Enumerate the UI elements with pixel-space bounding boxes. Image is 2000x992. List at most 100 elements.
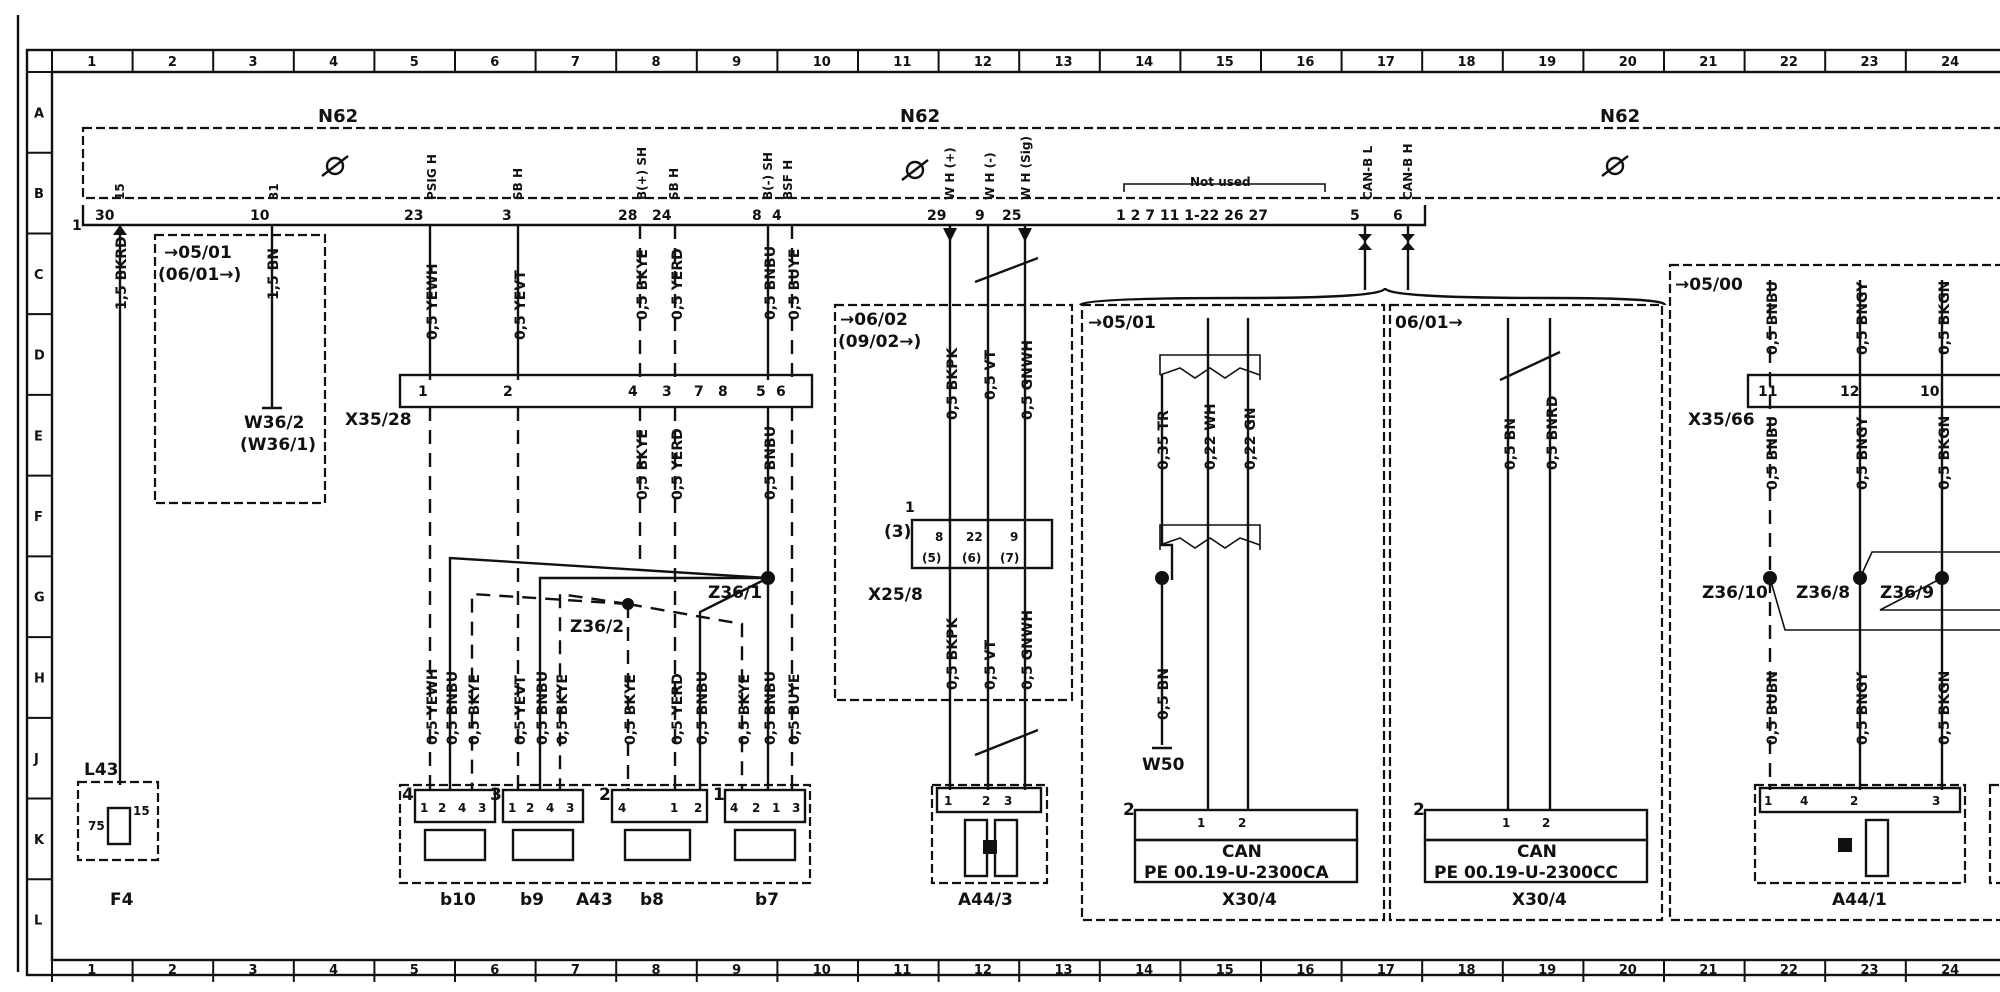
grid-row-letter: G [34,591,45,606]
x35-28-pin: 4 [628,384,638,400]
grid-col-number: 21 [1699,963,1717,978]
b9-connector [501,788,585,824]
b10-pin: 2 [438,801,446,815]
b10-label: b10 [440,890,476,910]
b9-pin: 2 [526,801,534,815]
grid-col-number: 13 [1055,55,1073,70]
b7-pin: 3 [792,801,800,815]
grid-row-letter: C [34,268,44,283]
b8-label: b8 [640,890,664,910]
ground-symbol-icon [321,155,349,177]
grid-row-letter: H [34,671,45,686]
grid-col-number: 9 [732,55,741,70]
x25-8-pin: 8 [935,530,943,544]
b9-wire-label: 0,5 BKYE [555,674,571,745]
grid-col-number: 5 [410,963,419,978]
wire-label-bkye-2: 0,5 BKYE [635,429,651,500]
grid-col-number: 4 [329,55,338,70]
x35-28-pin: 1 [418,384,428,400]
b9-connector-num: 3 [490,785,502,805]
b7-sensor-icon [733,828,797,862]
grid-col-number: 7 [571,963,580,978]
note-09-02: (09/02→) [838,332,921,352]
x35-28-pin: 5 [756,384,766,400]
grid-col-number: 8 [652,963,661,978]
x35-66-pin: 11 [1758,384,1777,400]
note-can-06-01: 06/01→ [1395,313,1463,333]
grid-row-letter: F [34,510,43,525]
pin-9: 9 [975,208,985,224]
b8-wire-label: 0,5 YERD [670,673,686,745]
grid-ruler: 1122334455667788991010111112121313141415… [27,50,1959,982]
func-can-h: CAN-B H [1401,144,1415,200]
can2-connector-num: 2 [1413,800,1425,820]
b9-sensor-icon [511,828,575,862]
grid-col-number: 12 [974,55,992,70]
x35-28-lower-wires [428,407,794,790]
func-23: PSIG H [425,154,439,200]
n62-label-left: N62 [318,106,358,127]
a44-3-pin: 2 [982,794,990,808]
pin-3: 3 [502,208,512,224]
can2-pin: 2 [1542,816,1550,830]
w36-1-label: (W36/1) [240,435,316,455]
can-wire-label: 0,22 WH [1203,403,1219,470]
ground-symbol-icon [901,159,929,181]
grid-col-number: 4 [329,963,338,978]
x35-28-connector [398,373,814,409]
wire-label-gnwh: 0,5 GNWH [1020,340,1036,420]
grid-col-number: 8 [652,55,661,70]
grid-col-number: 23 [1861,55,1879,70]
l43-pin-15: 15 [133,804,150,818]
can2-wire-label: 0,5 BN [1503,418,1519,470]
pin-4: 4 [772,208,782,224]
can-bus-wires [1079,225,1667,307]
grid-col-number: 16 [1296,55,1314,70]
x30-4a-label: X30/4 [1222,890,1277,910]
b7-pin: 4 [730,801,738,815]
pin-6: 6 [1393,208,1403,224]
ground-symbol-icon [1601,155,1629,177]
pe-ref-cc: PE 00.19-U-2300CC [1434,863,1618,883]
grid-col-number: 20 [1619,55,1637,70]
grid-col-number: 24 [1941,963,1959,978]
right-mid-label: 0,5 BNGY [1855,416,1871,490]
grid-col-number: 6 [490,963,499,978]
note-06-01: (06/01→) [158,265,241,285]
b10-pin: 1 [420,801,428,815]
can-label: CAN [1222,842,1262,862]
grid-col-number: 11 [893,963,911,978]
b9-wire-label: 0,5 BNBU [535,671,551,745]
pin-25: 25 [1002,208,1021,224]
b8-pin: 4 [618,801,626,815]
a44-1-box [1753,783,1967,885]
b9-pin: 3 [566,801,574,815]
x25-8-pin: (3) [884,522,911,542]
grid-col-number: 5 [410,55,419,70]
wire-label-bkye: 0,5 BKYE [635,249,651,320]
x25-out-label: 0,5 GNWH [1020,610,1036,690]
b9-label: b9 [520,890,544,910]
splice-z36-2 [622,598,634,610]
can2-wires [1499,318,1561,810]
func-31: 31 [267,183,281,200]
pin-24: 24 [652,208,672,224]
grid-row-letter: K [34,833,45,848]
x25-8-pin: (6) [962,551,981,565]
x35-28-pin: 2 [503,384,513,400]
func-28: B(+) SH [635,147,649,200]
pin-28: 28 [618,208,637,224]
fuse-icon [106,806,132,846]
pin-30: 30 [95,208,115,224]
x35-28-wire-group [428,225,794,380]
wire-label-bnbu-2: 0,5 BNBU [763,426,779,500]
grid-col-number: 11 [893,55,911,70]
grid-col-number: 16 [1296,963,1314,978]
grid-col-number: 2 [168,55,177,70]
l43-box [76,780,160,862]
b8-connector [610,788,709,824]
z36-9-label: Z36/9 [1880,583,1934,603]
a44-3-pin: 3 [1004,794,1012,808]
func-24: SB H [667,168,681,200]
